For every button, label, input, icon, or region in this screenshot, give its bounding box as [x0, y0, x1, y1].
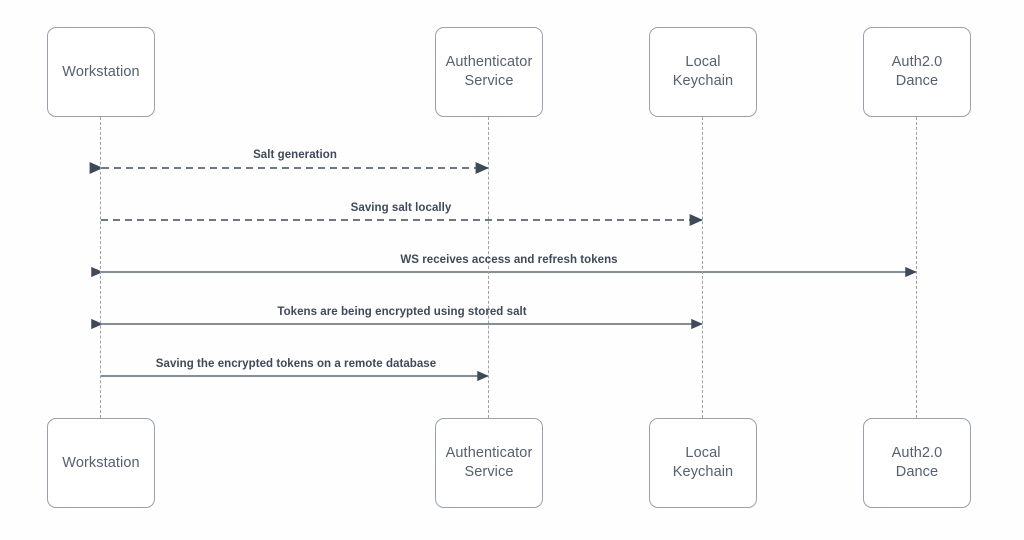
participant-box-auth_service-bottom[interactable]: Authenticator Service: [435, 418, 543, 508]
participant-label-auth_service: Authenticator Service: [445, 54, 533, 89]
participant-box-keychain-bottom[interactable]: Local Keychain: [649, 418, 757, 508]
message-label-m3: WS receives access and refresh tokens: [400, 254, 618, 266]
participant-label-auth2_dance: Auth2.0 Dance: [891, 54, 943, 89]
participant-box-auth2_dance-bottom[interactable]: Auth2.0 Dance: [863, 418, 971, 508]
participant-label-auth_service: Authenticator Service: [445, 445, 533, 480]
participant-label-keychain: Local Keychain: [672, 54, 734, 89]
participant-label-workstation: Workstation: [62, 454, 140, 471]
lifeline-keychain: [702, 117, 704, 418]
lifeline-workstation: [100, 117, 102, 418]
message-label-m1: Salt generation: [253, 149, 337, 161]
participant-box-keychain-top[interactable]: Local Keychain: [649, 27, 757, 117]
participant-label-keychain: Local Keychain: [672, 445, 734, 480]
participant-box-auth2_dance-top[interactable]: Auth2.0 Dance: [863, 27, 971, 117]
participant-label-workstation: Workstation: [62, 63, 140, 80]
participant-label-auth2_dance: Auth2.0 Dance: [891, 445, 943, 480]
lifeline-auth_service: [488, 117, 490, 418]
participant-box-workstation-bottom[interactable]: Workstation: [47, 418, 155, 508]
participant-box-auth_service-top[interactable]: Authenticator Service: [435, 27, 543, 117]
lifeline-auth2_dance: [916, 117, 918, 418]
message-label-m4: Tokens are being encrypted using stored …: [277, 306, 527, 318]
participant-box-workstation-top[interactable]: Workstation: [47, 27, 155, 117]
message-label-m2: Saving salt locally: [350, 202, 452, 214]
message-label-m5: Saving the encrypted tokens on a remote …: [155, 358, 437, 370]
